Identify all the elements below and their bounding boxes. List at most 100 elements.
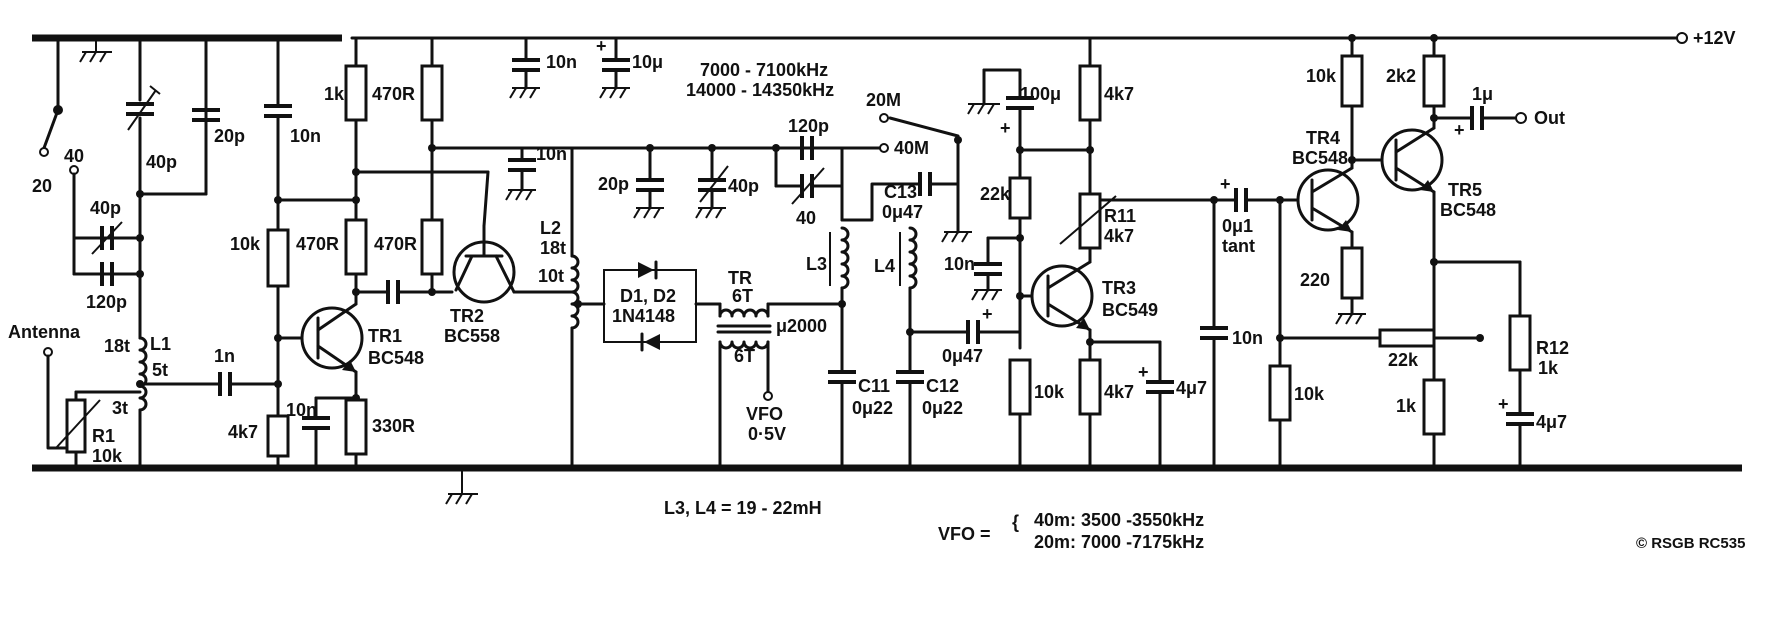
r-470a-label: 470R bbox=[372, 84, 415, 104]
r-1k-e5-label: 1k bbox=[1396, 396, 1417, 416]
c-10n-tr2-label: 10n bbox=[536, 144, 567, 164]
transistor-tr1 bbox=[300, 306, 364, 370]
c-40-b-label: 40 bbox=[796, 208, 816, 228]
l3-label: L3 bbox=[806, 254, 827, 274]
c-40p-trim-label: 40p bbox=[146, 152, 177, 172]
switch2-contact-20m bbox=[879, 113, 889, 123]
svg-text:+: + bbox=[1220, 174, 1231, 194]
r1-value: 10k bbox=[92, 446, 123, 466]
c-10n-rail-label: 10n bbox=[546, 52, 577, 72]
capacitor-20p bbox=[192, 108, 220, 122]
c-40p-var-label: 40p bbox=[90, 198, 121, 218]
resistor-22k-fb bbox=[1378, 328, 1436, 348]
ground-symbol-top bbox=[79, 38, 112, 63]
ground-symbol bbox=[633, 207, 664, 219]
svg-text:+: + bbox=[1454, 120, 1465, 140]
tr-secondary: 6T bbox=[734, 346, 755, 366]
switch2-label-a: 20M bbox=[866, 90, 901, 110]
r-10k-tr3-label: 10k bbox=[1034, 382, 1065, 402]
junction bbox=[352, 196, 360, 204]
resistor-r11 bbox=[1078, 192, 1102, 250]
freq-line2: 14000 - 14350kHz bbox=[686, 80, 834, 100]
c-120p-a-label: 120p bbox=[86, 292, 127, 312]
c-47u-e3-label: 4μ7 bbox=[1176, 378, 1207, 398]
vfo-name: VFO bbox=[746, 404, 783, 424]
r-470c-label: 470R bbox=[374, 234, 417, 254]
c-10n-e1-label: 10n bbox=[286, 400, 317, 420]
ground-symbol bbox=[505, 189, 536, 201]
resistor-22k-tr3 bbox=[1008, 176, 1032, 220]
l1-tap1: 18t bbox=[104, 336, 130, 356]
r1-name: R1 bbox=[92, 426, 115, 446]
svg-text:+: + bbox=[1138, 362, 1149, 382]
switch-contact-20 bbox=[39, 147, 49, 157]
tr1-type: BC548 bbox=[368, 348, 424, 368]
resistor-10k-base4 bbox=[1268, 364, 1292, 422]
tr4-type: BC548 bbox=[1292, 148, 1348, 168]
tr2-name: TR2 bbox=[450, 306, 484, 326]
capacitor-120p-a bbox=[100, 262, 114, 286]
r-4k7-tr1-label: 4k7 bbox=[228, 422, 258, 442]
supply-label: +12V bbox=[1693, 28, 1736, 48]
r-10k-c4-label: 10k bbox=[1306, 66, 1337, 86]
l1-tap2: 5t bbox=[152, 360, 168, 380]
ground-symbol bbox=[695, 207, 726, 219]
capacitor-40p-trimmer bbox=[126, 85, 161, 131]
transformer-secondary bbox=[718, 340, 770, 350]
c13-name: C13 bbox=[884, 182, 917, 202]
inductor-l2 bbox=[570, 254, 580, 330]
r-4k7-e3-label: 4k7 bbox=[1104, 382, 1134, 402]
r12-name: R12 bbox=[1536, 338, 1569, 358]
inductor-l4 bbox=[908, 226, 918, 290]
c-1n-label: 1n bbox=[214, 346, 235, 366]
l1-name: L1 bbox=[150, 334, 171, 354]
resistor-1k bbox=[344, 64, 368, 122]
resistor-4k7-top bbox=[1078, 64, 1102, 122]
c13-value: 0μ47 bbox=[882, 202, 923, 222]
c-10n-tr3-label: 10n bbox=[944, 254, 975, 274]
transistor-tr5 bbox=[1380, 128, 1444, 192]
tr3-type: BC549 bbox=[1102, 300, 1158, 320]
resistor-220 bbox=[1340, 246, 1364, 300]
ground-symbol bbox=[941, 231, 972, 243]
transistor-tr4 bbox=[1296, 168, 1360, 232]
r12-value: 1k bbox=[1538, 358, 1559, 378]
resistor-1k-e5 bbox=[1422, 378, 1446, 436]
c-100u-label: 100μ bbox=[1020, 84, 1061, 104]
switch2-contact-40m bbox=[879, 143, 889, 153]
r11-name: R11 bbox=[1104, 206, 1136, 226]
tr1-name: TR1 bbox=[368, 326, 402, 346]
r-470b-label: 470R bbox=[296, 234, 339, 254]
r-220-label: 220 bbox=[1300, 270, 1330, 290]
copyright-mark: © RSGB RC535 bbox=[1636, 535, 1745, 552]
r-330-label: 330R bbox=[372, 416, 415, 436]
r-22k-fb-label: 22k bbox=[1388, 350, 1419, 370]
ground-symbol bbox=[971, 289, 1002, 301]
l1-tap3: 3t bbox=[112, 398, 128, 418]
c-01-value: 0μ1 bbox=[1222, 216, 1253, 236]
c11-value: 0μ22 bbox=[852, 398, 893, 418]
c-01-type: tant bbox=[1222, 236, 1255, 256]
c-047-label: 0μ47 bbox=[942, 346, 983, 366]
tr4-name: TR4 bbox=[1306, 128, 1340, 148]
r11-arrow bbox=[1059, 195, 1117, 245]
l4-label: L4 bbox=[874, 256, 895, 276]
resistor-470r-b bbox=[344, 218, 368, 276]
c-10n-mid-label: 10n bbox=[1232, 328, 1263, 348]
band-switch-2-lever bbox=[888, 116, 960, 138]
ground-symbol bbox=[967, 103, 1000, 115]
r-2k2-label: 2k2 bbox=[1386, 66, 1416, 86]
diode-d1 bbox=[638, 262, 654, 278]
resistor-470r-c bbox=[420, 218, 444, 276]
svg-text:{: { bbox=[1012, 512, 1019, 532]
tr-name: TR bbox=[728, 268, 752, 288]
ground-symbol-main bbox=[445, 470, 478, 505]
diode-d2 bbox=[644, 334, 660, 350]
vfo-note-prefix: VFO = bbox=[938, 524, 991, 544]
output-label: Out bbox=[1534, 108, 1565, 128]
resistor-r12 bbox=[1508, 314, 1532, 372]
l2-name: L2 bbox=[540, 218, 561, 238]
supply-terminal bbox=[1676, 32, 1688, 44]
band-switch-lever bbox=[42, 108, 60, 150]
switch1-label-a: 40 bbox=[64, 146, 84, 166]
